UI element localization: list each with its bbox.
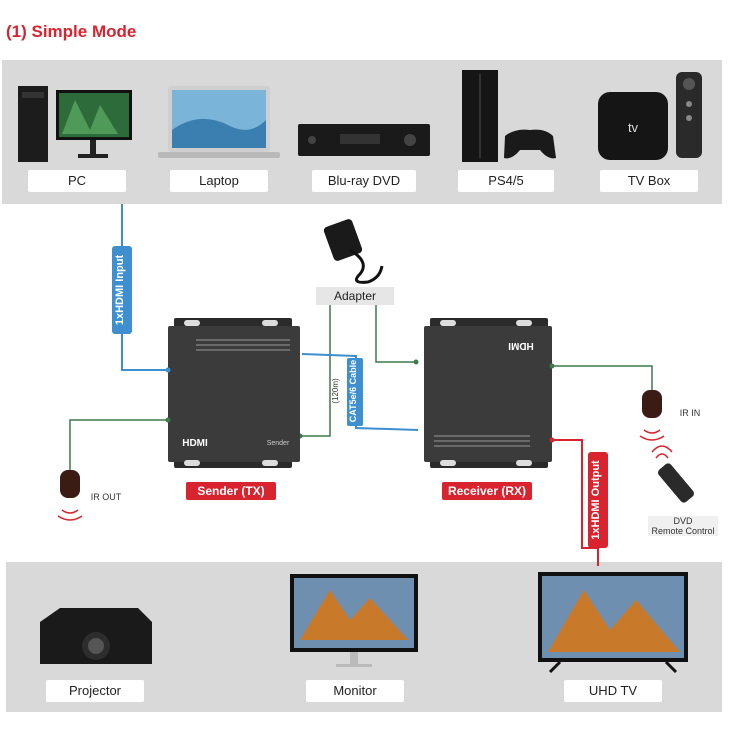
power-adapter-icon bbox=[323, 219, 384, 284]
adapter-label: Adapter bbox=[316, 287, 394, 305]
source-label-pc: PC bbox=[28, 170, 126, 192]
sender-tag: Sender bbox=[266, 440, 290, 447]
pc-monitor-icon bbox=[18, 86, 132, 162]
bluray-player-icon bbox=[298, 124, 430, 156]
ir-in-sensor-icon bbox=[639, 390, 665, 441]
output-label-uhdtv: UHD TV bbox=[564, 680, 662, 702]
projector-icon bbox=[40, 608, 152, 664]
svg-text:tv: tv bbox=[628, 120, 639, 135]
sender-label: Sender (TX) bbox=[186, 482, 276, 500]
receiver-label: Receiver (RX) bbox=[442, 482, 532, 500]
source-label-laptop: Laptop bbox=[170, 170, 268, 192]
cat-cable-label: CAT5e/6 Cable bbox=[348, 359, 358, 423]
sender-box-graphic bbox=[165, 318, 300, 468]
hdmi-output-label: 1xHDMI Output bbox=[590, 460, 602, 540]
receiver-brand: HDMI bbox=[508, 340, 534, 351]
ir-out-label: IR OUT bbox=[90, 492, 122, 502]
output-label-monitor: Monitor bbox=[306, 680, 404, 702]
game-console-icon bbox=[462, 70, 556, 162]
uhd-tv-icon bbox=[538, 572, 688, 674]
source-label-ps: PS4/5 bbox=[458, 170, 554, 192]
tv-box-icon: tv bbox=[598, 72, 702, 160]
ir-out-sensor-icon bbox=[57, 470, 83, 521]
remote-label-line2: Remote Control bbox=[648, 526, 718, 536]
remote-label-line1: DVD bbox=[648, 516, 718, 526]
monitor-icon bbox=[290, 574, 418, 667]
ir-in-label: IR IN bbox=[679, 408, 701, 418]
source-label-bluray: Blu-ray DVD bbox=[312, 170, 416, 192]
sender-brand: HDMI bbox=[182, 438, 208, 449]
cable-length-label: (120m) bbox=[331, 378, 340, 404]
dvd-remote-icon bbox=[651, 445, 694, 503]
hdmi-input-label: 1xHDMI Input bbox=[114, 254, 126, 326]
laptop-icon bbox=[158, 86, 280, 158]
source-label-tvbox: TV Box bbox=[600, 170, 698, 192]
output-label-projector: Projector bbox=[46, 680, 144, 702]
receiver-box-graphic bbox=[424, 318, 555, 468]
page-title: (1) Simple Mode bbox=[6, 22, 137, 41]
